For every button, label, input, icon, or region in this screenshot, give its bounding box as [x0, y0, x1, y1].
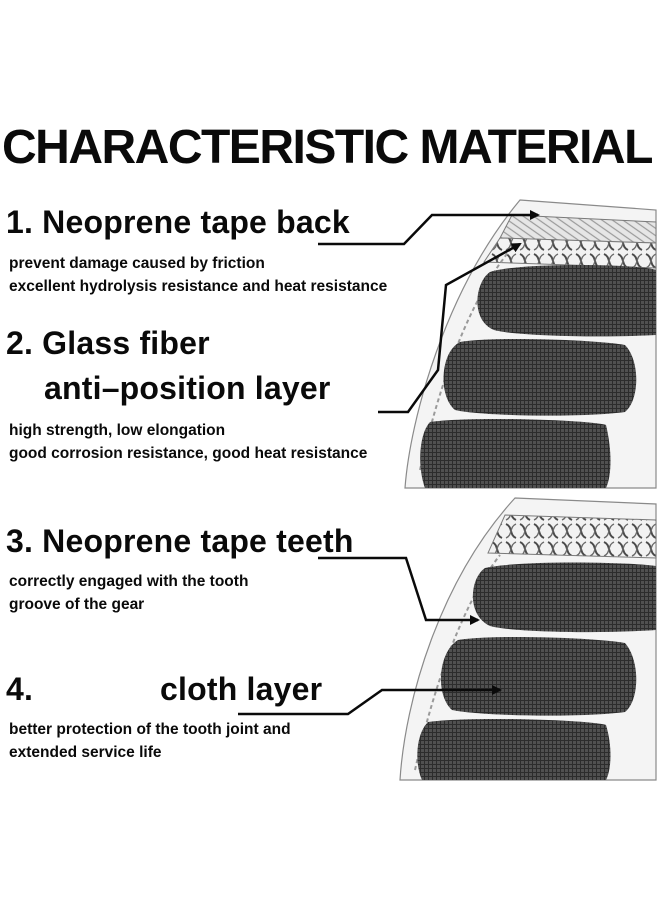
- heading-anti-position-layer: anti–position layer: [44, 370, 331, 406]
- heading-neoprene-back: 1. Neoprene tape back: [6, 204, 350, 240]
- description-line: extended service life: [9, 744, 162, 761]
- arrow-teeth: [318, 556, 480, 625]
- arrow-cloth: [238, 685, 502, 716]
- description-line: better protection of the tooth joint and: [9, 721, 291, 738]
- page-title: CHARACTERISTIC MATERIAL: [2, 121, 653, 174]
- belt-diagram-top: [404, 199, 657, 489]
- callout-arrows: [238, 210, 540, 716]
- belt-diagram-bottom: [399, 497, 657, 781]
- description-neoprene-back: prevent damage caused by friction excell…: [9, 252, 387, 298]
- arrow-back: [318, 210, 540, 246]
- heading-number-cloth: 4.: [6, 671, 34, 707]
- description-line: excellent hydrolysis resistance and heat…: [9, 278, 388, 295]
- description-line: prevent damage caused by friction: [9, 255, 265, 272]
- description-cloth-layer: better protection of the tooth joint and…: [9, 718, 291, 764]
- description-glass-fiber: high strength, low elongation good corro…: [9, 419, 367, 465]
- description-line: high strength, low elongation: [9, 422, 226, 439]
- heading-cloth-layer: cloth layer: [160, 671, 323, 707]
- description-line: correctly engaged with the tooth: [9, 573, 249, 590]
- heading-neoprene-teeth: 3. Neoprene tape teeth: [6, 523, 354, 559]
- description-neoprene-teeth: correctly engaged with the tooth groove …: [9, 570, 248, 616]
- description-line: good corrosion resistance, good heat res…: [9, 445, 368, 462]
- arrow-glass-fiber: [378, 242, 522, 414]
- heading-glass-fiber: 2. Glass fiber: [6, 325, 210, 361]
- description-line: groove of the gear: [9, 596, 145, 613]
